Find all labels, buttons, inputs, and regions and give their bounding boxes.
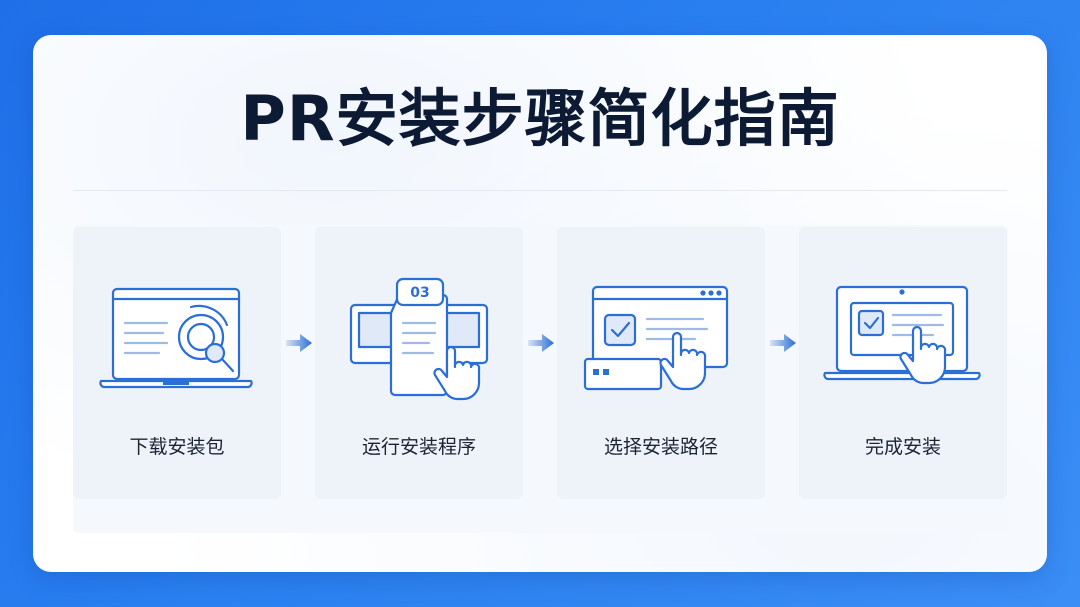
run-installer-icon: 03 bbox=[335, 267, 503, 407]
step-run-installer: 03 运行安装程序 bbox=[315, 227, 523, 499]
arrow-right-icon bbox=[770, 332, 798, 354]
step-choose-path: 选择安装路径 bbox=[557, 227, 765, 499]
step-complete: 完成安装 bbox=[799, 227, 1007, 499]
laptop-check-complete-icon bbox=[819, 267, 987, 407]
title-divider bbox=[73, 190, 1007, 191]
guide-card: PR安装步骤简化指南 下载安装包 bbox=[33, 35, 1047, 572]
laptop-download-icon bbox=[93, 267, 261, 407]
arrow-right-icon bbox=[528, 332, 556, 354]
browser-path-select-icon bbox=[577, 267, 745, 407]
step-label: 完成安装 bbox=[799, 432, 1007, 459]
step-badge: 03 bbox=[410, 285, 429, 301]
step-download: 下载安装包 bbox=[73, 227, 281, 499]
step-label: 选择安装路径 bbox=[557, 432, 765, 459]
arrow-right-icon bbox=[286, 332, 314, 354]
step-label: 运行安装程序 bbox=[315, 432, 523, 459]
page-title: PR安装步骤简化指南 bbox=[33, 83, 1047, 155]
step-label: 下载安装包 bbox=[73, 432, 281, 459]
